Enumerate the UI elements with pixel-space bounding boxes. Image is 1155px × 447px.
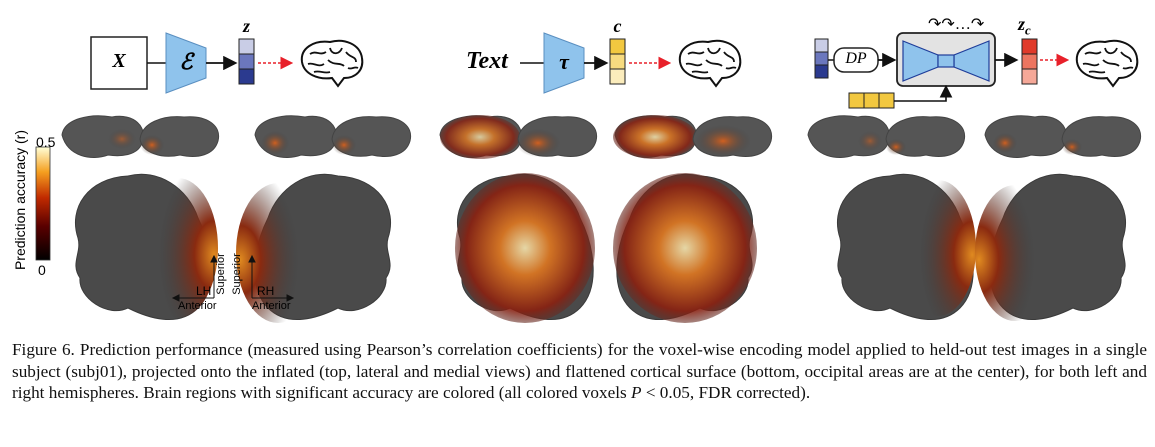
- input-x-label: X: [112, 50, 126, 72]
- superior-label-right: Superior: [231, 253, 243, 295]
- loop-arrows-icon: ↷↷…↷: [928, 16, 985, 33]
- encoder-trapezoid: [165, 32, 207, 94]
- latent-zc-label: zc: [1018, 14, 1031, 38]
- superior-label-left: Superior: [215, 253, 227, 295]
- rh-label: RH: [257, 284, 275, 298]
- orientation-axes: [171, 254, 295, 302]
- panel-image-encoder: [90, 32, 364, 94]
- brain-icon: [678, 39, 742, 87]
- caption-text: Figure 6. Prediction performance (measur…: [12, 340, 1147, 402]
- brain-maps: [35, 115, 1142, 323]
- colorbar-title: Prediction accuracy (r): [12, 129, 28, 271]
- anterior-label-left: Anterior: [178, 300, 217, 312]
- colorbar: [35, 146, 51, 261]
- input-x-box: [90, 36, 148, 90]
- caption-p-symbol: P: [631, 383, 642, 402]
- brain-icon: [1075, 39, 1139, 87]
- colorbar-max-label: 0.5: [36, 134, 56, 150]
- map-group-text: [439, 115, 773, 323]
- panel-diffusion: [814, 32, 1139, 109]
- latent-z-label: z: [242, 16, 250, 36]
- encoder-label: τ: [559, 49, 569, 74]
- encoder-label: ℰ: [179, 49, 193, 74]
- encoder-trapezoid: [543, 32, 585, 94]
- map-group-diffusion: [807, 115, 1142, 321]
- anterior-label-right: Anterior: [252, 300, 291, 312]
- pipeline-diagram: [90, 32, 1139, 109]
- map-group-image: [61, 115, 412, 323]
- lh-label: LH: [196, 284, 212, 298]
- panel-text-encoder: [520, 32, 742, 94]
- caption-p-rest: < 0.05, FDR corrected).: [641, 383, 811, 402]
- dp-label: DP: [845, 50, 867, 67]
- latent-c-label: c: [613, 16, 622, 36]
- input-text-label: Text: [466, 48, 508, 74]
- figure-caption: Figure 6. Prediction performance (measur…: [12, 339, 1147, 404]
- brain-icon: [300, 39, 364, 87]
- colorbar-min-label: 0: [38, 262, 46, 278]
